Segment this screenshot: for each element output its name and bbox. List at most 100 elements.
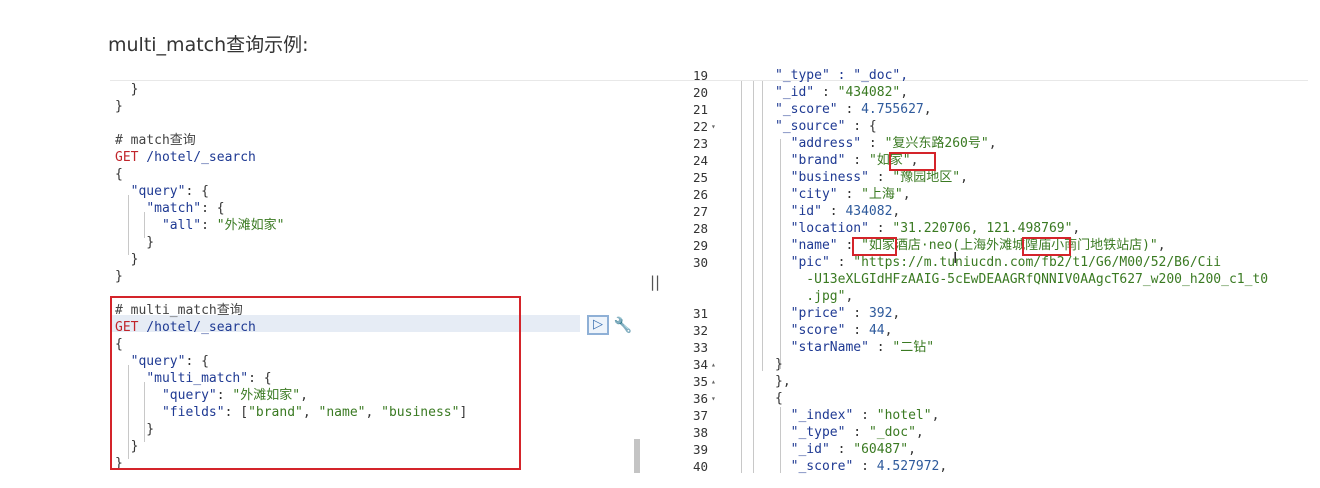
- code-token: "fields": [161, 405, 225, 420]
- code-token: "hotel": [876, 408, 932, 423]
- code-token: 4.527972: [876, 459, 940, 474]
- line-number: 21: [692, 102, 708, 117]
- response-output[interactable]: 19"_type" : "_doc",20"_id" : "434082",21…: [663, 68, 1308, 474]
- request-line: "query": {: [115, 353, 209, 370]
- code-token: "score": [775, 323, 846, 338]
- code-token: }: [115, 235, 155, 250]
- run-request-button[interactable]: ▷: [587, 315, 609, 335]
- line-number: 29: [692, 238, 708, 253]
- response-line: "business" : "豫园地区",: [775, 169, 968, 186]
- response-line: {: [775, 390, 783, 407]
- code-token: "pic": [775, 255, 830, 270]
- code-token: "all": [161, 218, 202, 233]
- code-token: :: [853, 459, 877, 474]
- fold-close-icon[interactable]: ▴: [711, 360, 716, 369]
- request-line: }: [115, 98, 123, 115]
- response-line: "_source" : {: [775, 118, 877, 135]
- fold-close-icon[interactable]: ▴: [711, 377, 716, 386]
- code-token: [115, 201, 146, 216]
- request-line: # match查询: [115, 132, 196, 149]
- line-number: 33: [692, 340, 708, 355]
- line-number: 28: [692, 221, 708, 236]
- code-token: }: [775, 357, 783, 372]
- request-line: "match": {: [115, 200, 224, 217]
- code-token: :: [201, 218, 217, 233]
- fold-open-icon[interactable]: ▾: [711, 394, 716, 403]
- code-token: "query": [161, 388, 217, 403]
- code-token: # multi_match查询: [115, 303, 243, 318]
- wrench-icon[interactable]: 🔧: [613, 316, 633, 334]
- indent-guide: [144, 382, 145, 442]
- code-token: : [: [224, 405, 249, 420]
- line-number: 37: [692, 408, 708, 423]
- code-token: }: [115, 269, 123, 284]
- code-token: }: [115, 99, 123, 114]
- highlight-brand-match: [889, 152, 936, 171]
- editor-scrollbar[interactable]: [634, 439, 640, 473]
- line-number: 32: [692, 323, 708, 338]
- code-token: :: [837, 102, 862, 117]
- response-line: .jpg",: [775, 288, 853, 305]
- code-token: ,: [892, 306, 901, 321]
- code-token: ,: [910, 153, 919, 168]
- code-token: 434082: [845, 204, 893, 219]
- request-line: }: [115, 81, 139, 98]
- line-number: 39: [692, 442, 708, 457]
- code-token: "豫园地区": [892, 170, 961, 185]
- line-number: 23: [692, 136, 708, 151]
- code-token: "match": [146, 201, 202, 216]
- code-token: GET: [115, 320, 139, 335]
- code-token: },: [775, 374, 791, 389]
- indent-guide: [128, 195, 129, 255]
- code-token: "二钻": [892, 340, 935, 355]
- code-token: 392: [868, 306, 893, 321]
- code-token: {: [115, 167, 123, 182]
- request-line: }: [115, 234, 154, 251]
- line-number: 31: [692, 306, 708, 321]
- request-line: GET /hotel/_search: [115, 149, 256, 166]
- code-token: ,: [845, 289, 854, 304]
- code-token: "上海": [861, 187, 903, 202]
- code-token: }: [115, 439, 139, 454]
- code-token: "_id": [775, 85, 815, 100]
- code-token: {: [115, 337, 123, 352]
- response-line: "score" : 44,: [775, 322, 893, 339]
- code-token: ,: [988, 136, 997, 151]
- highlight-name-rujia: [852, 237, 897, 256]
- fold-open-icon[interactable]: ▾: [711, 122, 716, 131]
- line-number: 20: [692, 85, 708, 100]
- request-line: }: [115, 268, 123, 285]
- code-token: "434082": [837, 85, 901, 100]
- code-token: ,: [923, 102, 932, 117]
- code-token: :: [814, 85, 838, 100]
- code-token: : {: [185, 354, 209, 369]
- response-line: "city" : "上海",: [775, 186, 911, 203]
- code-token: "name": [318, 405, 366, 420]
- code-token: :: [845, 323, 869, 338]
- code-token: :: [868, 340, 893, 355]
- code-token: "_source": [775, 119, 846, 134]
- code-token: "外滩如家": [216, 218, 285, 233]
- line-number: 35: [692, 374, 708, 389]
- code-token: /hotel/_search: [138, 320, 256, 335]
- pane-resize-handle[interactable]: ||: [650, 273, 661, 291]
- code-token: "_id": [775, 442, 830, 457]
- line-number: 36: [692, 391, 708, 406]
- line-number: 25: [692, 170, 708, 185]
- code-token: "brand": [775, 153, 846, 168]
- code-token: ,: [365, 405, 382, 420]
- code-token: "_score": [775, 102, 838, 117]
- code-token: ,: [900, 85, 909, 100]
- code-token: [115, 184, 131, 199]
- section-heading: multi_match查询示例:: [108, 34, 309, 56]
- highlight-name-waitan: [1022, 237, 1071, 256]
- code-token: "query": [130, 184, 186, 199]
- active-line-highlight: [110, 315, 580, 332]
- code-token: "brand": [248, 405, 303, 420]
- response-line: "name" : "如家酒店·neo(上海外滩城隍庙小南门地铁站店)",: [775, 237, 1166, 254]
- code-token: "business": [775, 170, 869, 185]
- response-line: "_id" : "434082",: [775, 84, 908, 101]
- code-token: "city": [775, 187, 838, 202]
